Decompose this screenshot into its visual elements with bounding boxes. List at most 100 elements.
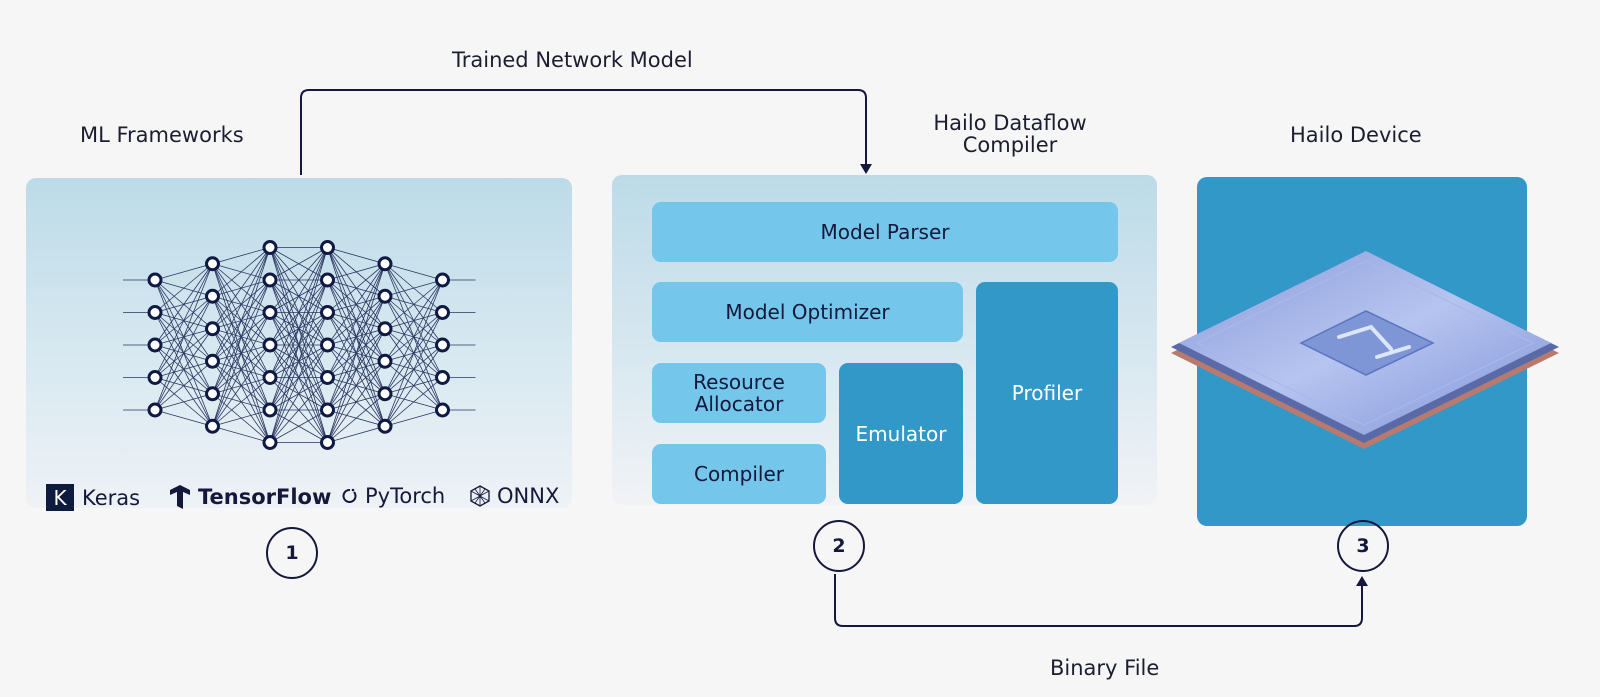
nn-edge	[154, 296, 213, 411]
nn-edge	[212, 247, 271, 329]
nn-node	[377, 321, 393, 337]
neural-network-illustration	[123, 240, 476, 450]
nn-edge	[327, 361, 386, 443]
nn-edge	[212, 247, 271, 362]
nn-edge	[154, 360, 213, 411]
nn-node	[262, 435, 278, 450]
step-1-badge: 1	[266, 527, 318, 579]
nn-node	[205, 321, 220, 337]
trained-network-model-label: Trained Network Model	[452, 48, 693, 72]
nn-edge	[212, 312, 271, 427]
nn-node	[435, 370, 450, 385]
nn-node	[262, 305, 278, 320]
compiler-title-label: Hailo Dataflow Compiler	[933, 111, 1087, 157]
nn-node	[262, 272, 278, 288]
nn-edge	[154, 328, 213, 411]
nn-edge	[384, 279, 443, 330]
resource-allocator-block: Resource Allocator	[652, 363, 826, 423]
nn-node	[262, 337, 278, 353]
nn-edge	[384, 279, 443, 297]
step-3-badge: 3	[1337, 520, 1389, 572]
nn-node	[147, 337, 163, 353]
nn-edge	[269, 247, 328, 346]
nn-node	[320, 337, 335, 353]
nn-edge	[154, 393, 213, 411]
pytorch-icon	[342, 486, 358, 506]
nn-edge	[212, 247, 271, 297]
nn-node	[435, 272, 450, 288]
nn-node	[205, 418, 220, 434]
onnx-icon	[469, 485, 491, 507]
nn-node	[147, 305, 163, 320]
nn-node	[377, 386, 393, 402]
nn-edge	[154, 263, 213, 378]
nn-node	[262, 370, 278, 385]
nn-edge	[154, 263, 213, 281]
nn-edge	[154, 263, 213, 411]
nn-edge	[327, 263, 386, 411]
compiler-panel: Model Parser Model Optimizer Profiler Re…	[612, 175, 1157, 505]
nn-edge	[154, 263, 213, 313]
nn-node	[320, 435, 335, 450]
nn-edge	[212, 247, 271, 265]
chip-top-inner	[1195, 260, 1535, 426]
nn-edge	[384, 279, 443, 394]
model-optimizer-block: Model Optimizer	[652, 282, 963, 342]
hailo-device-label: Hailo Device	[1290, 123, 1422, 147]
ml-frameworks-label: ML Frameworks	[80, 123, 244, 147]
nn-edge	[269, 247, 328, 378]
binary-file-label: Binary File	[1050, 656, 1160, 680]
nn-edge	[327, 328, 386, 443]
nn-edge	[154, 409, 213, 427]
nn-edge	[269, 279, 328, 443]
nn-edge	[269, 247, 328, 313]
nn-node	[205, 288, 220, 304]
nn-edge	[212, 425, 271, 443]
nn-edge	[327, 263, 386, 443]
onnx-label: ONNX	[497, 484, 560, 508]
tensorflow-label: TensorFlow	[198, 485, 332, 509]
nn-node	[320, 402, 335, 418]
nn-node	[435, 337, 450, 353]
nn-edge	[212, 377, 271, 427]
hailo-device-panel	[1171, 177, 1559, 526]
nn-node	[262, 402, 278, 418]
pytorch-logo: PyTorch	[342, 484, 445, 508]
chip-illustration	[1171, 251, 1559, 449]
nn-node	[435, 402, 450, 418]
nn-edge	[384, 279, 443, 427]
nn-node	[205, 386, 220, 402]
keras-logo: K Keras	[46, 484, 140, 511]
nn-edge	[212, 247, 271, 427]
nn-edge	[212, 344, 271, 427]
nn-edge	[327, 425, 386, 443]
pytorch-label: PyTorch	[365, 484, 446, 508]
binary-file-arrowhead	[1356, 576, 1368, 586]
compiler-block: Compiler	[652, 444, 826, 504]
nn-edge	[269, 247, 328, 411]
nn-edge	[327, 263, 386, 281]
nn-node	[205, 353, 220, 369]
nn-node	[205, 256, 220, 272]
model-parser-block: Model Parser	[652, 202, 1118, 262]
nn-edge	[384, 409, 443, 427]
nn-edge	[327, 263, 386, 378]
nn-edge	[269, 312, 328, 443]
ai-logo-icon	[1337, 324, 1411, 359]
nn-node	[377, 418, 393, 434]
nn-edge	[384, 377, 443, 427]
binary-file-arrow	[834, 574, 1363, 627]
ai-logo-plate	[1299, 310, 1435, 376]
nn-edge	[154, 263, 213, 346]
trained-model-arrowhead	[860, 164, 872, 174]
keras-label: Keras	[82, 485, 141, 510]
nn-node	[377, 256, 393, 272]
nn-edge	[384, 279, 443, 362]
nn-node	[320, 272, 335, 288]
nn-node	[320, 305, 335, 320]
trained-model-arrow	[300, 89, 867, 175]
nn-edge	[327, 296, 386, 443]
nn-node	[147, 272, 163, 288]
nn-edge	[269, 247, 328, 443]
